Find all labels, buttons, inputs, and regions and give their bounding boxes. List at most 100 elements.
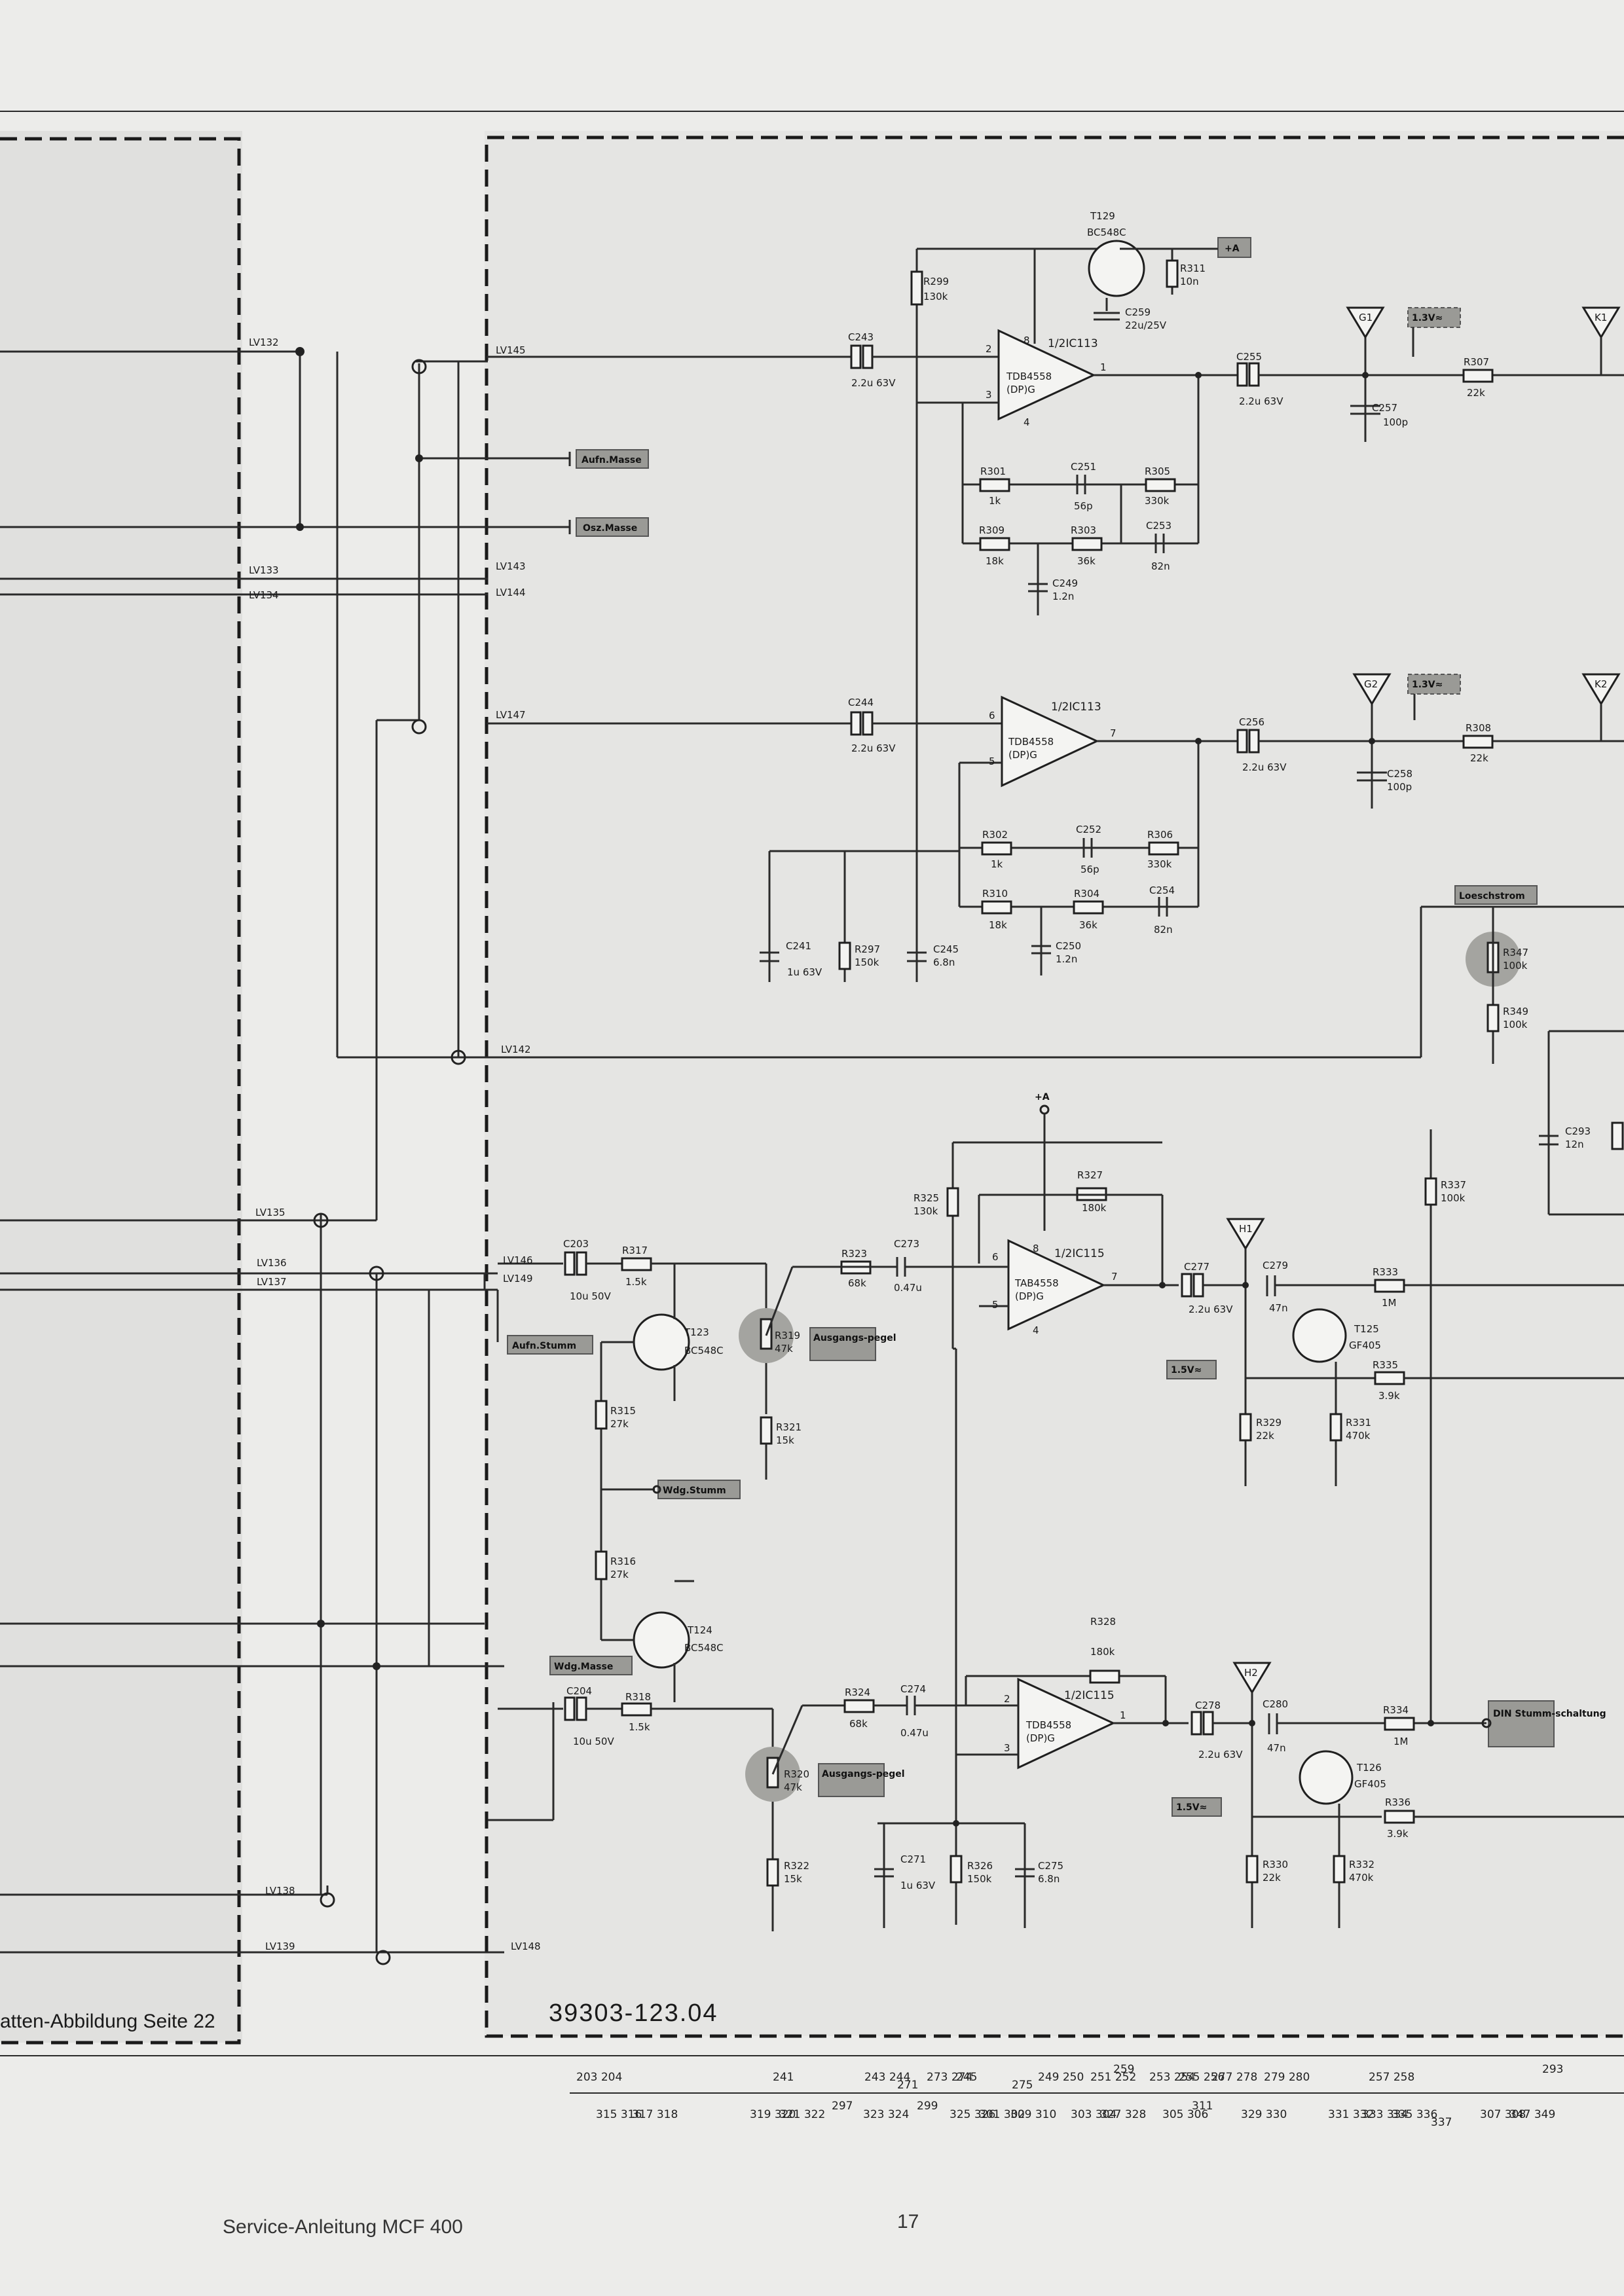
svg-text:C243: C243 [848,331,874,343]
svg-text:1.5V≈: 1.5V≈ [1176,1802,1207,1813]
svg-text:82n: 82n [1154,924,1173,936]
svg-text:7: 7 [1111,1271,1118,1283]
svg-text:GF405: GF405 [1349,1339,1381,1351]
svg-text:LV144: LV144 [496,587,526,598]
svg-text:22k: 22k [1470,752,1488,764]
svg-text:R337: R337 [1441,1179,1466,1191]
svg-text:347 349: 347 349 [1509,2108,1555,2121]
svg-text:R332: R332 [1349,1859,1375,1870]
svg-text:305 306: 305 306 [1162,2108,1208,2121]
svg-text:271: 271 [897,2079,918,2092]
svg-text:LV138: LV138 [265,1885,295,1897]
svg-text:82n: 82n [1151,560,1170,572]
svg-text:241: 241 [773,2071,794,2084]
svg-text:K2: K2 [1595,678,1607,690]
svg-text:R327: R327 [1077,1169,1103,1181]
svg-text:DIN Stumm-schaltung: DIN Stumm-schaltung [1493,1709,1606,1719]
svg-text:H2: H2 [1244,1667,1258,1679]
svg-text:3.9k: 3.9k [1387,1828,1409,1840]
svg-text:243 244: 243 244 [864,2071,910,2084]
svg-text:LV135: LV135 [255,1207,286,1218]
svg-text:Wdg.Stumm: Wdg.Stumm [663,1485,726,1496]
svg-text:R335: R335 [1373,1359,1398,1371]
svg-text:R326: R326 [967,1860,993,1872]
svg-text:130k: 130k [913,1205,938,1217]
svg-text:C273: C273 [894,1238,919,1250]
svg-text:15k: 15k [784,1873,802,1885]
svg-text:R304: R304 [1074,888,1099,900]
svg-text:5: 5 [989,756,995,767]
svg-text:319 320: 319 320 [750,2108,796,2121]
svg-text:Ausgangs-pegel: Ausgangs-pegel [822,1769,905,1779]
svg-text:4: 4 [1033,1324,1039,1336]
svg-text:335 336: 335 336 [1392,2108,1437,2121]
svg-text:Aufn.Masse: Aufn.Masse [581,455,642,465]
svg-text:150k: 150k [967,1873,992,1885]
svg-text:22k: 22k [1467,387,1485,399]
svg-text:299: 299 [917,2100,938,2113]
svg-text:3.9k: 3.9k [1378,1390,1400,1402]
svg-text:(DP)G: (DP)G [1015,1290,1044,1302]
opamp-labels: 1/2IC113 TDB4558 (DP)G 2 3 1 8 4 1/2IC11… [986,335,1126,1754]
svg-text:273 274: 273 274 [927,2071,972,2084]
svg-text:TDB4558: TDB4558 [1006,371,1052,382]
svg-text:C244: C244 [848,697,874,708]
svg-text:277 278: 277 278 [1211,2071,1257,2084]
svg-text:R302: R302 [982,829,1008,841]
svg-text:10u 50V: 10u 50V [573,1736,614,1747]
svg-text:Osz.Masse: Osz.Masse [583,523,637,534]
svg-text:180k: 180k [1090,1646,1115,1658]
svg-text:LV139: LV139 [265,1941,295,1952]
svg-text:C280: C280 [1263,1698,1288,1710]
svg-text:C203: C203 [563,1238,589,1250]
svg-text:LV149: LV149 [503,1273,533,1285]
svg-text:R331: R331 [1346,1417,1371,1429]
svg-text:22k: 22k [1256,1430,1274,1442]
svg-text:R347: R347 [1503,947,1528,958]
svg-text:R322: R322 [784,1860,809,1872]
svg-text:C254: C254 [1149,884,1175,896]
svg-text:2: 2 [1004,1693,1010,1705]
svg-text:C250: C250 [1056,940,1081,952]
svg-text:LV148: LV148 [511,1941,541,1952]
svg-text:T129: T129 [1090,210,1115,222]
svg-text:470k: 470k [1349,1872,1374,1884]
svg-text:259: 259 [1113,2063,1134,2076]
svg-text:Wdg.Masse: Wdg.Masse [554,1662,613,1672]
svg-text:K1: K1 [1595,312,1607,323]
svg-text:C257: C257 [1372,402,1397,414]
svg-text:1k: 1k [989,495,1001,507]
svg-text:1.5k: 1.5k [629,1721,650,1733]
svg-text:8: 8 [1024,335,1030,346]
svg-text:R299: R299 [923,276,949,287]
svg-text:279 280: 279 280 [1264,2071,1310,2084]
svg-text:1: 1 [1100,361,1107,373]
svg-text:4: 4 [1024,416,1030,428]
svg-text:R303: R303 [1071,524,1096,536]
svg-text:303 304: 303 304 [1071,2108,1116,2121]
svg-text:T126: T126 [1356,1762,1382,1774]
svg-text:333 334: 333 334 [1362,2108,1408,2121]
svg-text:203 204: 203 204 [576,2071,622,2084]
svg-text:R309: R309 [979,524,1005,536]
svg-text:2.2u 63V: 2.2u 63V [1189,1303,1233,1315]
svg-text:C277: C277 [1184,1261,1209,1273]
svg-text:R336: R336 [1385,1796,1411,1808]
svg-text:+A: +A [1035,1092,1050,1102]
svg-text:3: 3 [1004,1742,1010,1754]
amplifier-channel-1 [487,240,1624,966]
svg-text:1/2IC113: 1/2IC113 [1048,337,1098,350]
svg-text:245: 245 [956,2071,977,2084]
svg-text:R324: R324 [845,1686,870,1698]
svg-text:T124: T124 [687,1624,712,1636]
svg-text:15k: 15k [776,1434,794,1446]
svg-text:T123: T123 [684,1326,709,1338]
svg-text:1/2IC115: 1/2IC115 [1064,1689,1115,1702]
svg-text:LV137: LV137 [257,1276,287,1288]
svg-text:LV133: LV133 [249,564,279,576]
svg-text:(DP)G: (DP)G [1026,1732,1055,1744]
svg-text:G1: G1 [1359,312,1373,323]
svg-text:0.47u: 0.47u [900,1727,929,1739]
svg-text:T125: T125 [1354,1323,1379,1335]
